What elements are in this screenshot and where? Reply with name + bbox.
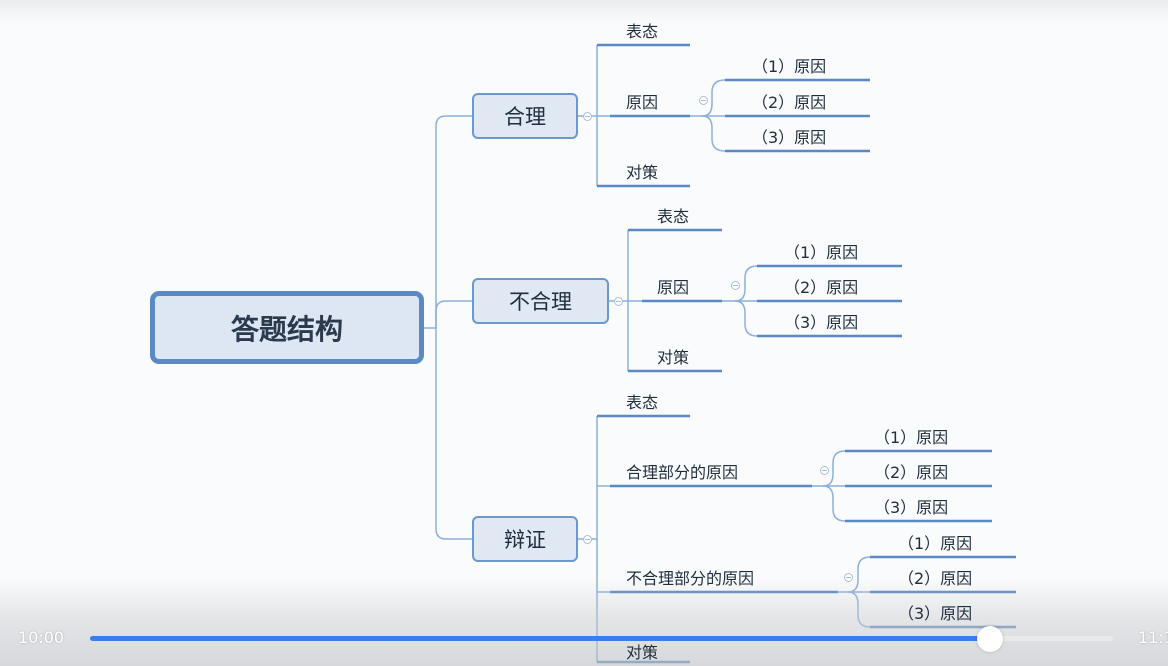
branch-connector (435, 115, 472, 328)
sub-node-label: （1）原因 (874, 428, 949, 447)
sub-node-label: （1）原因 (898, 534, 973, 553)
child-node-label: 表态 (657, 207, 690, 226)
progress-fill (90, 636, 991, 641)
sub-node-label: （1）原因 (784, 243, 859, 262)
sub-connector (701, 79, 726, 117)
progress-bar[interactable] (90, 626, 1113, 652)
child-node-label: 对策 (657, 348, 690, 367)
collapse-icon (699, 96, 708, 105)
sub-node-label: （2）原因 (874, 463, 949, 482)
sub-node-label: （3）原因 (898, 604, 973, 623)
branch-node: 辩证 (472, 516, 578, 562)
sub-connector (822, 450, 846, 487)
collapse-icon (844, 573, 853, 582)
collapse-icon (614, 297, 623, 306)
sub-node-label: （3）原因 (784, 313, 859, 332)
branch-node: 合理 (472, 93, 578, 139)
child-node-label: 不合理部分的原因 (626, 569, 755, 588)
branch-connector (435, 300, 472, 328)
child-node-label: 原因 (657, 278, 690, 297)
child-node-label: 对策 (626, 643, 659, 662)
top-shade (0, 0, 1168, 22)
sub-connector (734, 300, 758, 337)
current-time: 10:00 (18, 628, 65, 647)
collapse-icon (583, 112, 592, 121)
branch-connector (435, 328, 472, 540)
mindmap-root-node: 答题结构 (150, 291, 424, 364)
sub-connector (847, 591, 871, 628)
child-node-label: 合理部分的原因 (626, 463, 739, 482)
child-node-label: 表态 (626, 22, 659, 41)
sub-node-label: （1）原因 (752, 57, 827, 76)
sub-connector (701, 115, 726, 152)
sub-connector (734, 265, 758, 302)
sub-node-label: （2）原因 (784, 278, 859, 297)
sub-node-label: （2）原因 (752, 93, 827, 112)
branch-node: 不合理 (472, 278, 609, 324)
collapse-icon (731, 281, 740, 290)
sub-node-label: （3）原因 (874, 498, 949, 517)
child-node-label: 对策 (626, 163, 659, 182)
sub-connector (822, 485, 846, 522)
collapse-icon (583, 535, 592, 544)
child-node-label: 表态 (626, 393, 659, 412)
total-time: 11:1 (1138, 628, 1168, 647)
sub-node-label: （3）原因 (752, 128, 827, 147)
sub-node-label: （2）原因 (898, 569, 973, 588)
child-node-label: 原因 (626, 93, 659, 112)
collapse-icon (820, 466, 829, 475)
